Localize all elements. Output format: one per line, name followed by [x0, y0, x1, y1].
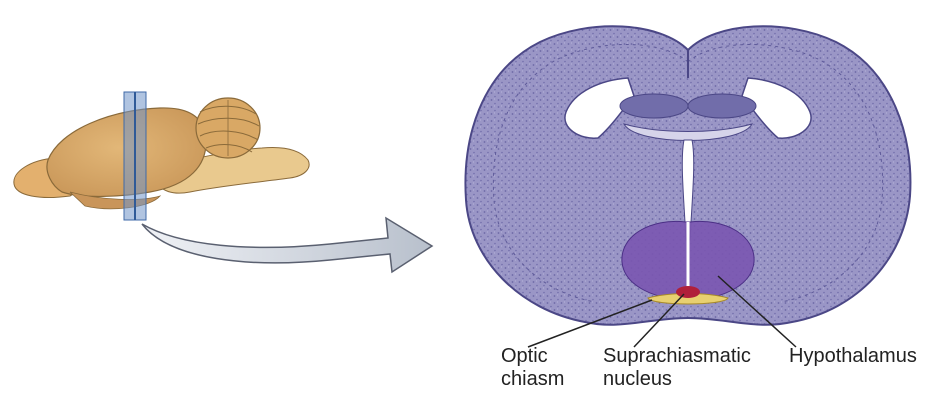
label-hypothalamus: Hypothalamus — [789, 345, 917, 368]
rat-brain-illustration — [14, 92, 309, 220]
label-suprachiasmatic-nucleus: Suprachiasmatic nucleus — [603, 345, 751, 391]
label-optic-chiasm: Optic chiasm — [501, 345, 564, 391]
suprachiasmatic-nucleus-region — [676, 286, 700, 298]
coronal-section-image — [465, 26, 910, 347]
cerebellum — [196, 98, 260, 158]
coronal-slice-plane — [124, 92, 146, 220]
curved-arrow — [142, 218, 432, 272]
